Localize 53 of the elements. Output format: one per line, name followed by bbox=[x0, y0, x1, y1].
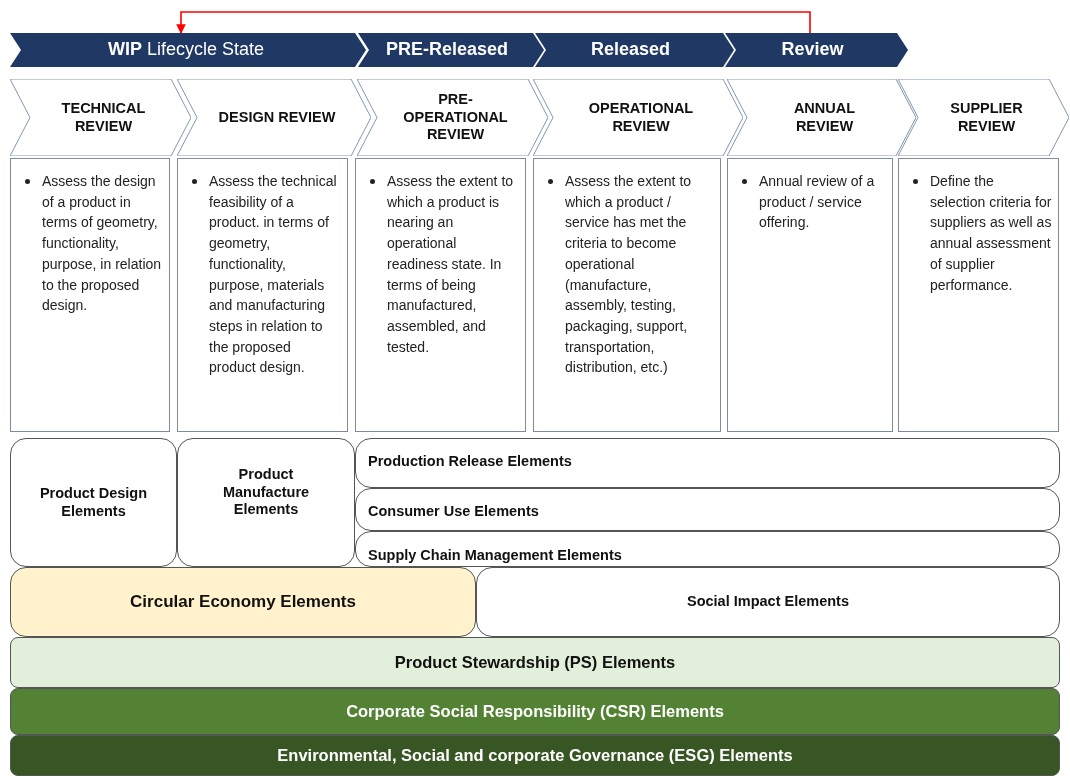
description-box bbox=[727, 158, 893, 432]
lifecycle-stage-banner bbox=[725, 33, 908, 67]
description-box bbox=[177, 158, 348, 432]
element-label: Product Stewardship (PS) Elements bbox=[394, 652, 676, 673]
element-label: Supply Chain Management Elements bbox=[368, 547, 622, 565]
description-text: Assess the technical feasibility of a product. in terms of geometry, functionality, purpose, materials and manufacturing steps in relation to the proposed product design. bbox=[209, 172, 338, 378]
lifecycle-stage-banner bbox=[358, 33, 544, 67]
description-text: Annual review of a product / service offering. bbox=[759, 172, 876, 233]
element-box bbox=[10, 567, 476, 637]
element-box bbox=[177, 438, 355, 567]
element-label: Consumer Use Elements bbox=[368, 503, 539, 521]
element-box bbox=[355, 438, 1060, 488]
element-box bbox=[355, 531, 1060, 567]
review-title: TECHNICAL REVIEW bbox=[60, 100, 147, 135]
element-box bbox=[476, 567, 1060, 637]
lifecycle-stage-banner bbox=[10, 33, 366, 67]
review-title: DESIGN REVIEW bbox=[218, 108, 336, 127]
review-step-header bbox=[357, 79, 548, 156]
description-box bbox=[10, 158, 170, 432]
stage-label: Released bbox=[590, 39, 671, 61]
element-label: Corporate Social Responsibility (CSR) Elements bbox=[346, 701, 724, 722]
review-title: OPERATIONAL REVIEW bbox=[587, 100, 695, 135]
element-label: Circular Economy Elements bbox=[130, 591, 356, 613]
review-step-header bbox=[727, 79, 916, 156]
review-step-header bbox=[177, 79, 371, 156]
element-band bbox=[10, 735, 1060, 776]
stage-label: WIP Lifecycle State bbox=[107, 39, 265, 61]
feedback-arrow bbox=[176, 11, 811, 34]
element-box bbox=[10, 438, 177, 567]
description-box bbox=[355, 158, 526, 432]
element-label: Production Release Elements bbox=[368, 453, 572, 471]
review-title: ANNUAL REVIEW bbox=[792, 100, 857, 135]
description-box bbox=[533, 158, 721, 432]
lifecycle-stage-banner bbox=[535, 33, 734, 67]
element-box bbox=[355, 488, 1060, 531]
stage-label: Review bbox=[781, 39, 844, 61]
element-label: Product Design Elements bbox=[38, 485, 149, 520]
review-title: SUPPLIER REVIEW bbox=[949, 100, 1024, 135]
stage-label: PRE-Released bbox=[385, 39, 509, 61]
review-step-header bbox=[10, 79, 191, 156]
element-label: Social Impact Elements bbox=[687, 593, 849, 611]
description-text: Define the selection criteria for suppliers as well as annual assessment of supplier performance. bbox=[930, 172, 1052, 295]
description-text: Assess the design of a product in terms of geometry, functionality, purpose, in relation to the proposed design. bbox=[42, 172, 163, 316]
element-label: Product Manufacture Elements bbox=[221, 466, 311, 519]
element-label: Environmental, Social and corporate Governance (ESG) Elements bbox=[277, 745, 793, 766]
review-step-header bbox=[533, 79, 743, 156]
description-text: Assess the extent to which a product is nearing an operational readiness state. In terms of being manufactured, assembled, and tested. bbox=[387, 172, 515, 357]
description-text: Assess the extent to which a product / service has met the criteria to become operational (manufacture, assembly, testing, packaging, support, transportation, distribution, etc.) bbox=[565, 172, 693, 378]
element-band bbox=[10, 688, 1060, 735]
review-step-header bbox=[898, 79, 1069, 156]
description-box bbox=[898, 158, 1059, 432]
element-band bbox=[10, 637, 1060, 688]
review-title: PRE-OPERATIONAL REVIEW bbox=[402, 91, 509, 144]
